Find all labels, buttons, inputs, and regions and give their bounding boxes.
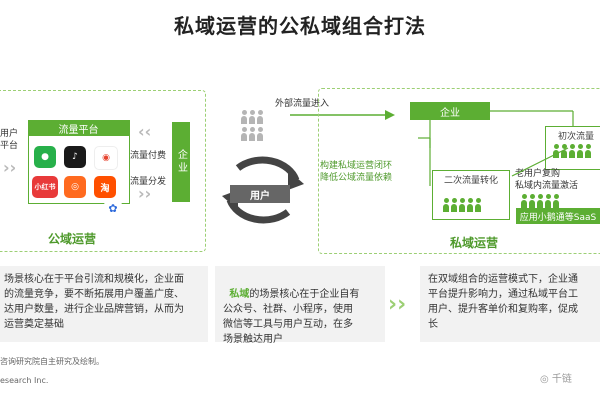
second-conversion-people-icon bbox=[442, 198, 482, 212]
public-enterprise-box: 企业 bbox=[172, 122, 190, 202]
left-cut-text: 用户 平台 bbox=[0, 129, 19, 151]
private-highlight: 私域 bbox=[229, 289, 250, 300]
watermark-icon: ◎ 千链 bbox=[540, 374, 572, 385]
first-traffic-label: 初次流量 bbox=[557, 132, 594, 142]
weibo-icon: ◉ bbox=[94, 146, 118, 170]
double-chevron-icon: ›› bbox=[388, 292, 407, 317]
tiktok-icon: ♪ bbox=[64, 146, 86, 168]
old-user-label: 老用户复购 私域内流量激活 bbox=[515, 169, 579, 191]
external-traffic-label: 外部流量进入 bbox=[275, 99, 330, 109]
combo-description: 在双域组合的运营模式下，企业通 平台提升影响力，通过私域平台工 用户、提升客单价… bbox=[420, 266, 600, 342]
closed-loop-label: 构建私域运营闭环 降低公域流量依赖 bbox=[320, 161, 393, 183]
chevron-right-icon: ›› bbox=[3, 158, 17, 177]
external-people-icon bbox=[240, 110, 270, 141]
chevron-left-icon: ‹‹ bbox=[138, 122, 152, 141]
flow-pay-label: 流量付费 bbox=[130, 151, 167, 161]
taobao-icon: 淘 bbox=[94, 176, 116, 198]
xiaohongshu-icon: 小红书 bbox=[32, 176, 58, 198]
traffic-platform-label: 流量平台 bbox=[28, 120, 129, 136]
private-description-text: 的场景核心在于企业自有 公众号、社群、小程序，使用 微信等工具与用户互动，在多 … bbox=[223, 289, 360, 345]
second-conversion-label: 二次流量转化 bbox=[443, 176, 498, 186]
private-domain-panel bbox=[318, 88, 600, 254]
private-flow-lines bbox=[410, 110, 574, 186]
public-description: 场景核心在于平台引流和规模化，企业面 的流量竞争，要不断拓展用户覆盖广度、 达用… bbox=[0, 266, 208, 342]
user-label: 用户 bbox=[250, 190, 270, 202]
private-enterprise-box: 企业 bbox=[410, 102, 490, 120]
flow-distribute-label: 流量分发 bbox=[130, 177, 167, 187]
copyright-note: esearch Inc. bbox=[0, 376, 49, 385]
private-description: 私域的场景核心在于企业自有 公众号、社群、小程序，使用 微信等工具与用户互动，在… bbox=[215, 266, 385, 345]
page-title: 私域运营的公私域组合打法 bbox=[174, 14, 426, 38]
public-domain-panel bbox=[0, 90, 206, 252]
wechat-icon: ● bbox=[34, 146, 56, 168]
baidu-icon: ✿ bbox=[104, 200, 122, 216]
private-domain-label: 私域运营 bbox=[450, 236, 499, 250]
old-user-people-icon bbox=[520, 194, 560, 208]
chevron-right-icon: ›› bbox=[138, 184, 152, 203]
saas-tools-box: 应用小鹅通等SaaS bbox=[516, 208, 600, 224]
flow-arrows bbox=[290, 110, 395, 120]
public-domain-label: 公域运营 bbox=[48, 232, 97, 246]
source-note: 咨询研究院自主研究及绘制。 bbox=[0, 357, 104, 366]
user-box: 用户 bbox=[230, 185, 290, 203]
kuaishou-icon: ◎ bbox=[64, 176, 86, 198]
